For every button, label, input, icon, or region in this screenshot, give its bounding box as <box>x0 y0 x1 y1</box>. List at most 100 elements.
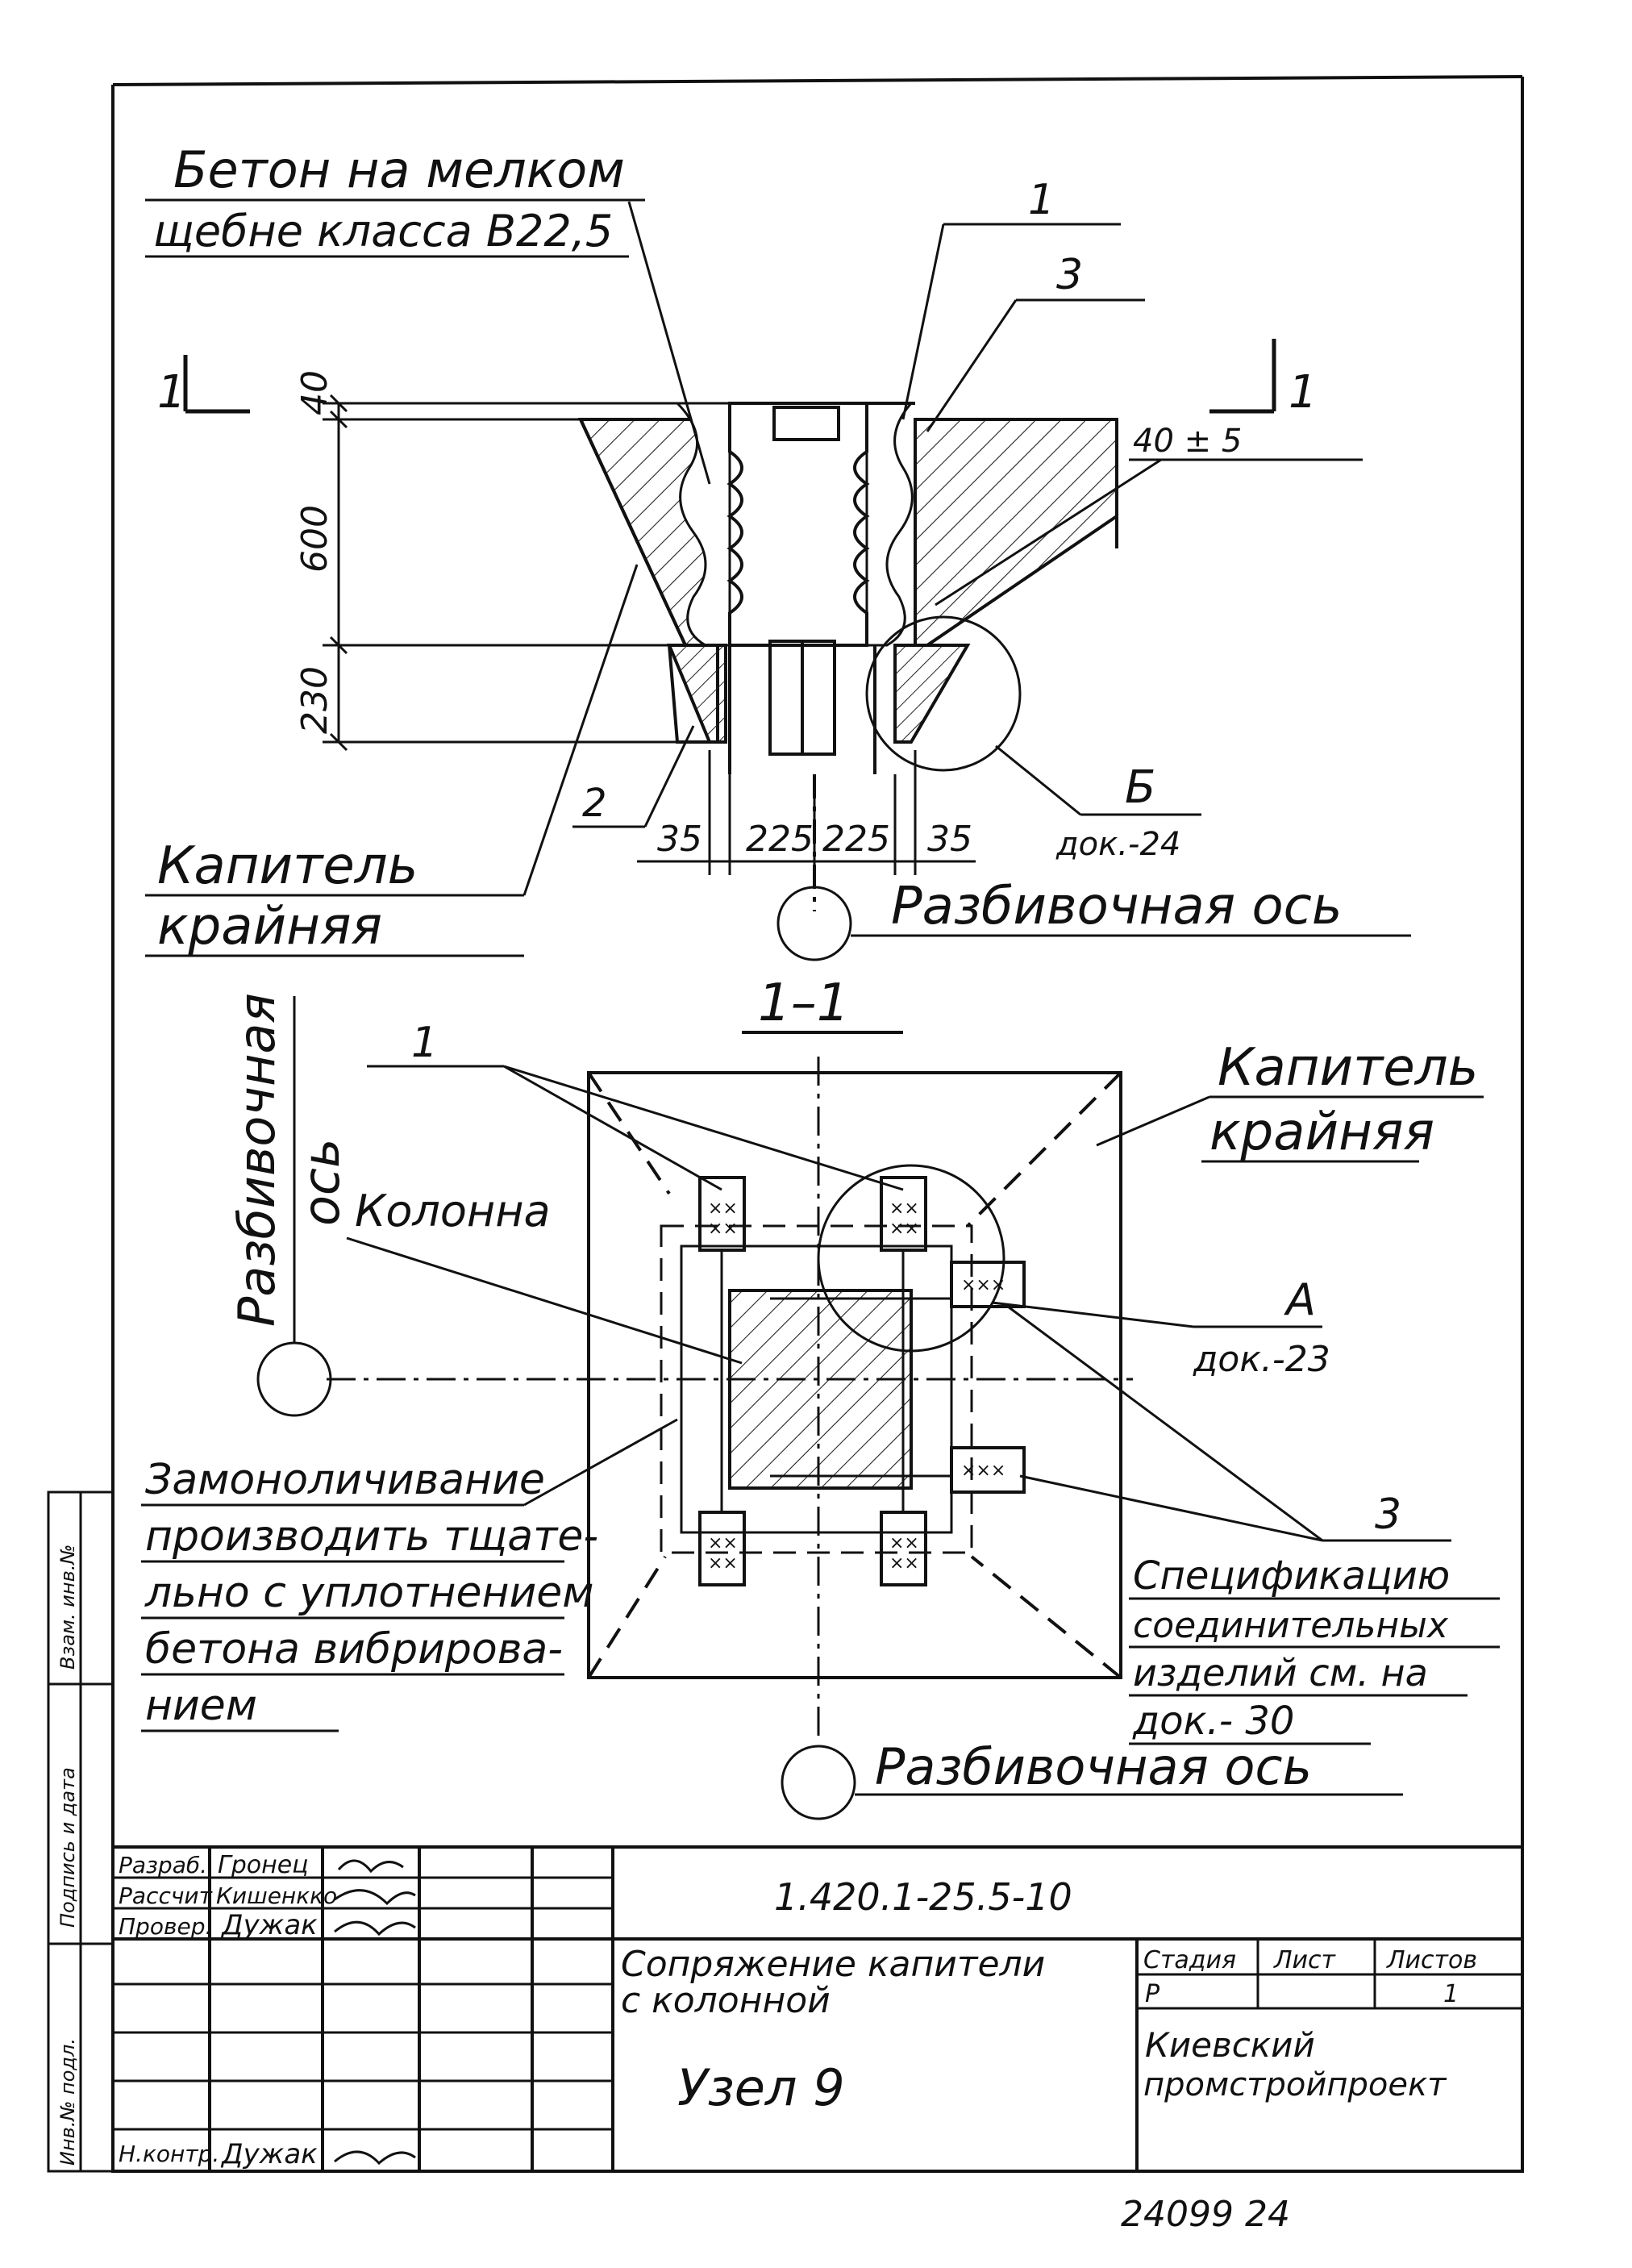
grout-right <box>865 402 914 647</box>
detail-b-circle <box>865 615 1022 772</box>
column-label: Колонна <box>355 1186 551 1236</box>
tolerance-label: 40 ± 5 <box>1133 423 1242 460</box>
node-label: Узел 9 <box>677 2058 845 2117</box>
spec-note: Спецификацию соединительных изделий см. … <box>1132 1553 1450 1744</box>
svg-text:××: ×× <box>708 1199 738 1219</box>
plan-column <box>728 1289 913 1490</box>
title-line2: с колонной <box>621 1980 831 2021</box>
svg-text:××: ×× <box>708 1533 738 1553</box>
margin-inv-no: Инв.№ подл. <box>56 2038 79 2166</box>
section-mark-left: 1 <box>157 366 186 419</box>
svg-text:××: ×× <box>889 1553 919 1574</box>
capital-right-body <box>914 418 1118 647</box>
plan-callout-1-leaders <box>367 1065 904 1191</box>
grout-left <box>674 402 731 647</box>
role-0: Разраб. <box>119 1852 207 1878</box>
name-0: Гронец <box>218 1851 309 1879</box>
plan-axis-label-vertical-2: ось <box>292 1138 351 1226</box>
detail-a-circle <box>817 1164 1005 1353</box>
axis-bubble-bottom <box>781 1745 856 1820</box>
spec-note-line-1: Спецификацию <box>1133 1553 1450 1599</box>
svg-text:××: ×× <box>889 1533 919 1553</box>
console-left <box>667 644 727 744</box>
vertical-dimensions <box>323 394 710 752</box>
signatures <box>334 1859 416 2166</box>
dim-35-right: 35 <box>927 819 972 860</box>
top-capital-leaders <box>145 564 639 957</box>
plate-right-upper <box>950 1261 1026 1308</box>
detail-a-ref: док.-23 <box>1193 1339 1330 1380</box>
plate-right-lower <box>950 1446 1026 1494</box>
name-6: Дужак <box>220 2138 318 2170</box>
dim-40: 40 <box>294 370 335 415</box>
svg-text:××: ×× <box>708 1553 738 1574</box>
dim-600: 600 <box>294 505 335 573</box>
doc-code: 1.420.1-25.5-10 <box>774 1875 1072 1919</box>
plan-axis-label-bottom: Разбивочная ось <box>875 1737 1312 1796</box>
section-title: 1–1 <box>758 973 849 1033</box>
sheets-value: 1 <box>1443 1980 1459 2008</box>
svg-text:××: ×× <box>889 1199 919 1219</box>
spec-note-line-4: док.- 30 <box>1132 1699 1294 1744</box>
org-line2: промстройпроект <box>1143 2066 1447 2103</box>
footer-number: 24099 24 <box>1121 2194 1290 2235</box>
axis-bubble-left <box>256 1341 332 1417</box>
top-capital-label-line2: крайняя <box>157 897 382 957</box>
dim-225-right: 225 <box>822 819 890 860</box>
column-bellows <box>726 402 870 647</box>
section-marks <box>183 339 1276 414</box>
svg-text:××: ×× <box>889 1219 919 1239</box>
sheets-header: Листов <box>1386 1946 1477 1974</box>
role-2: Провер. <box>119 1913 212 1940</box>
left-margin-stamp <box>47 1490 114 2173</box>
svg-text:×××: ××× <box>961 1461 1005 1481</box>
top-capital-label-line1: Капитель <box>157 836 418 896</box>
margin-replace: Взам. инв.№ <box>56 1545 79 1670</box>
sheet-header: Лист <box>1273 1946 1337 1974</box>
horizontal-dimensions <box>637 750 976 875</box>
grouting-note-line-3: льно с уплотнением <box>144 1569 593 1617</box>
svg-text:××: ×× <box>708 1219 738 1239</box>
plan-drawing <box>256 996 1403 1820</box>
axis-bubble-top <box>776 886 852 961</box>
plan-axis-label-vertical-1: Разбивочная <box>227 993 286 1327</box>
top-callout-1: 1 <box>1028 176 1055 224</box>
top-callout-2: 2 <box>582 781 607 826</box>
spec-note-lines <box>1129 1597 1500 1745</box>
grouting-note-line-2: производить тщате- <box>145 1512 598 1561</box>
org-line1: Киевский <box>1145 2025 1315 2065</box>
plan-callout-3-leaders <box>1007 1305 1451 1542</box>
section-mark-right: 1 <box>1289 366 1318 419</box>
column-label-leader <box>346 1236 743 1365</box>
callout-2-leader <box>572 725 695 828</box>
title-block-grid <box>111 1845 1524 2173</box>
dim-230: 230 <box>294 666 335 734</box>
top-axis-label: Разбивочная ось <box>891 877 1343 936</box>
margin-sign-date: Подпись и дата <box>56 1767 79 1928</box>
plan-capital-label-line1: Капитель <box>1218 1038 1478 1098</box>
concrete-note-leaders <box>145 198 711 485</box>
plan-capital-outline <box>587 1071 1122 1679</box>
grouting-note-line-4: бетона вибрирова- <box>145 1625 563 1674</box>
grouting-note-line-1: Замоноличивание <box>145 1456 545 1504</box>
plan-callout-1: 1 <box>411 1019 438 1067</box>
stage-value: Р <box>1145 1980 1160 2008</box>
detail-a-label: А <box>1284 1274 1316 1325</box>
plan-capital-leaders <box>1096 1095 1484 1163</box>
top-callout-leaders <box>901 223 1363 607</box>
title-line1: Сопряжение капители <box>621 1944 1045 1985</box>
concrete-note-line2: щебне класса В22,5 <box>153 206 613 256</box>
name-1: Кишенкко <box>216 1882 337 1909</box>
svg-text:×××: ××× <box>961 1275 1005 1295</box>
concrete-note-line1: Бетон на мелком <box>173 140 625 199</box>
detail-a-leader <box>991 1301 1322 1328</box>
grouting-note-lines <box>141 1418 678 1732</box>
top-callout-3: 3 <box>1056 251 1083 299</box>
grouting-note-line-5: нием <box>145 1682 257 1730</box>
detail-b-label: Б <box>1125 761 1155 814</box>
role-6: Н.контр. <box>119 2141 219 2167</box>
grouting-note: Замоноличивание производить тщате- льно … <box>144 1456 598 1730</box>
plan-callout-3: 3 <box>1375 1490 1401 1539</box>
title-block-names: Гронец Кишенкко Дужак Дужак <box>216 1851 337 2170</box>
